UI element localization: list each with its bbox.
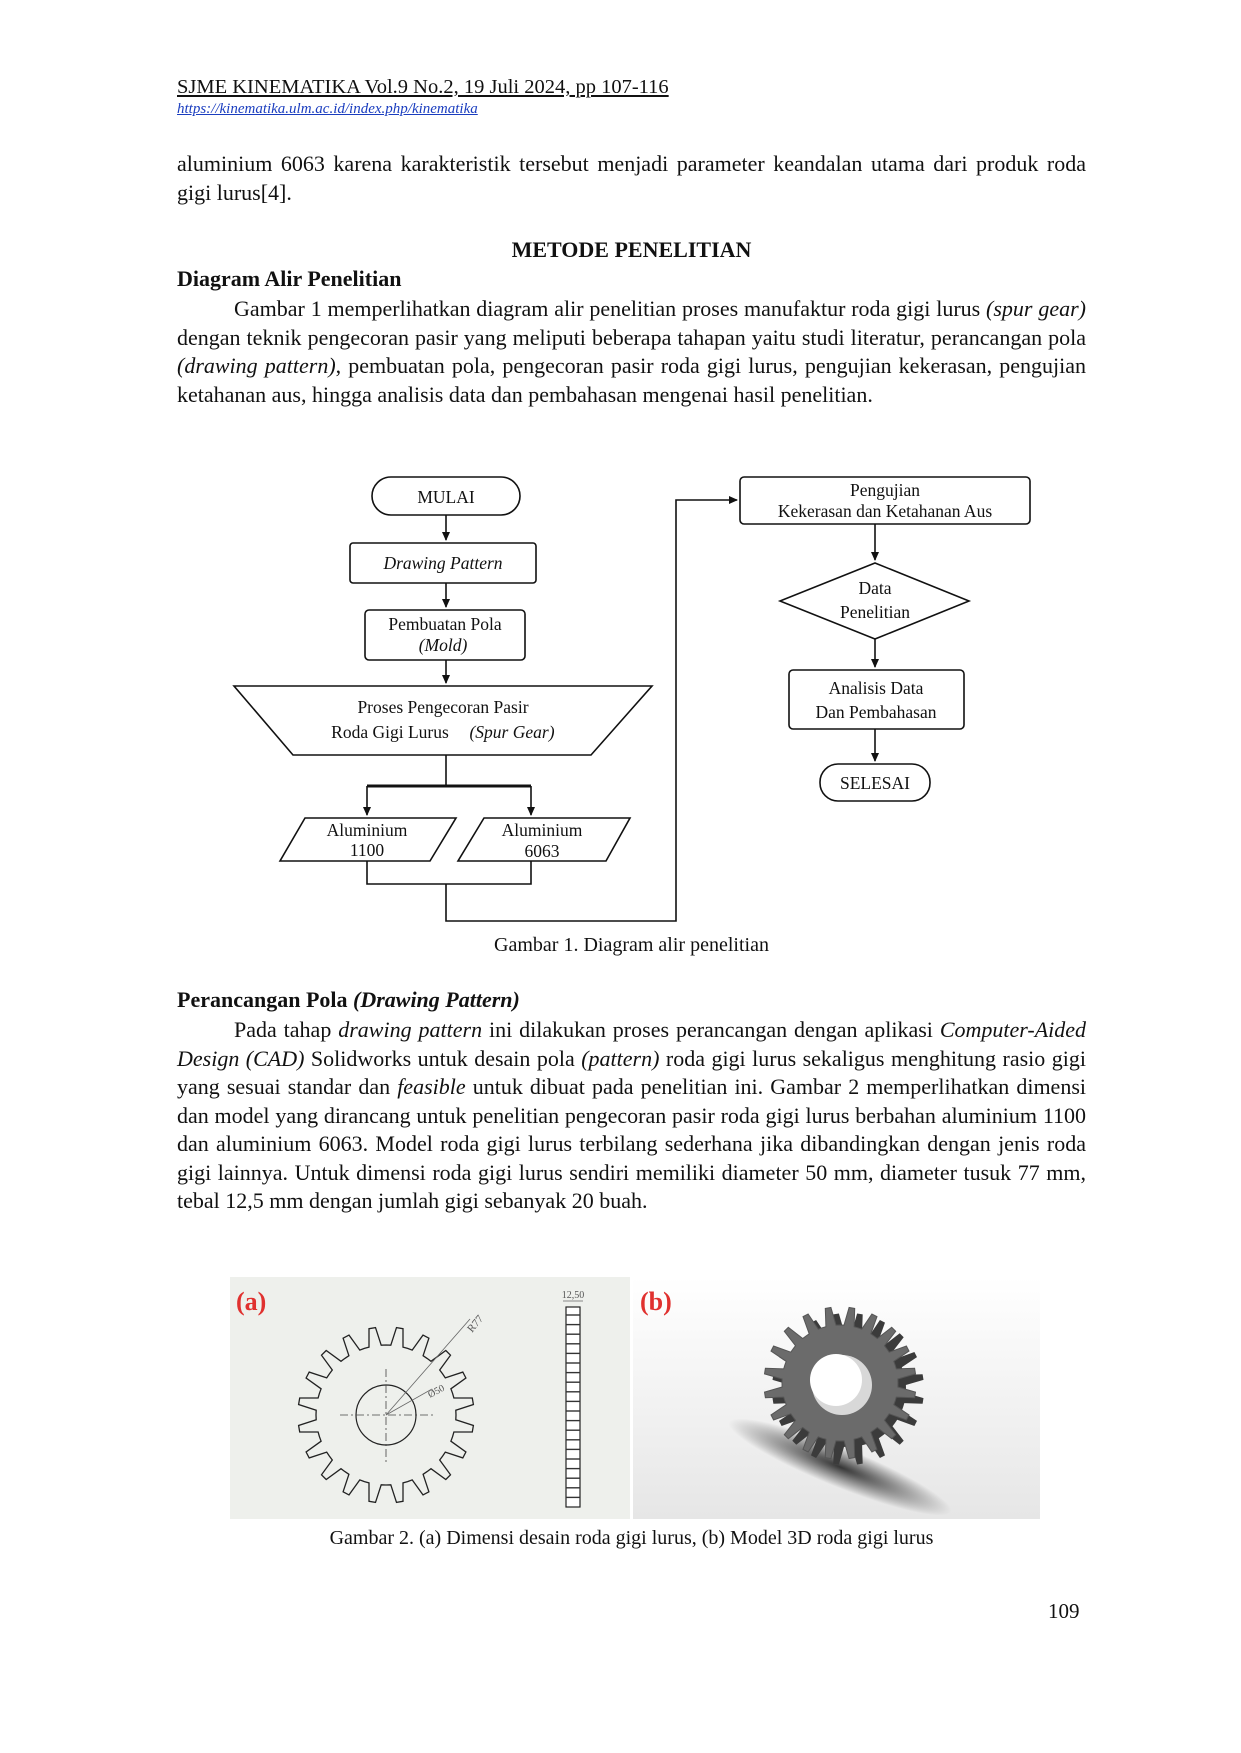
analisis-box <box>788 669 965 730</box>
drawing-pattern-paragraph: Pada tahap drawing pattern ini dilakukan… <box>177 1016 1086 1216</box>
data-label-1: Data <box>858 578 891 598</box>
gear-3d-model <box>763 1306 924 1465</box>
r77-leader-line <box>385 1318 471 1416</box>
gear-3d-bore <box>810 1354 862 1406</box>
p-italic: (spur gear) <box>986 296 1086 321</box>
p-italic: Computer-Aided Design (CAD) <box>177 1017 1087 1071</box>
uji-label-2: Kekerasan dan Ketahanan Aus <box>778 501 992 521</box>
al1100-label-1: Aluminium <box>327 820 408 840</box>
p-text: untuk dibuat pada penelitian ini. Gambar… <box>177 1074 1086 1213</box>
flowchart-paragraph: Gambar 1 memperlihatkan diagram alir pen… <box>177 295 1086 409</box>
pembuatan-pola-box <box>364 609 526 661</box>
page-number: 109 <box>1048 1599 1080 1623</box>
proses-pengecoran-shape <box>232 685 654 756</box>
journal-url-link[interactable]: https://kinematika.ulm.ac.id/index.php/k… <box>177 101 478 117</box>
p-text: , pembuatan pola, pengecoran pasir roda … <box>177 353 1086 407</box>
al6063-label-1: Aluminium <box>502 820 583 840</box>
proses-label-3: (Spur Gear) <box>469 722 554 742</box>
p-italic: (pattern) <box>581 1045 660 1071</box>
end-label: SELESAI <box>840 773 910 793</box>
panel-a-label: (a) <box>236 1287 266 1316</box>
end-terminal <box>819 763 931 802</box>
analisis-label-2: Dan Pembahasan <box>815 702 936 722</box>
long-connector-arrow <box>445 496 738 922</box>
section-title: METODE PENELITIAN <box>511 237 752 262</box>
side-view-teeth-lines <box>566 1314 580 1499</box>
dim-thickness-text: 12,50 <box>562 1290 585 1301</box>
title-italic: (Drawing Pattern) <box>353 987 520 1012</box>
gear-2d-outline <box>297 1326 475 1504</box>
drawing-pattern-box <box>349 542 537 584</box>
proses-label-2: Roda Gigi Lurus <box>331 722 449 742</box>
subsection-title-flowchart: Diagram Alir Penelitian <box>177 266 402 291</box>
pengujian-box <box>739 476 1031 525</box>
analisis-label-1: Analisis Data <box>829 678 924 698</box>
journal-header: SJME KINEMATIKA Vol.9 No.2, 19 Juli 2024… <box>177 76 669 98</box>
al1100-label-2: 1100 <box>350 840 385 860</box>
panel-b-label: (b) <box>640 1287 672 1316</box>
start-label: MULAI <box>417 487 475 507</box>
pola-label-1: Pembuatan Pola <box>388 614 501 634</box>
pola-label-2: (Mold) <box>419 635 468 655</box>
gear-side-view <box>565 1306 581 1508</box>
panel-a-background <box>230 1277 630 1519</box>
gear-outline-path <box>297 1326 475 1504</box>
p-text: Gambar 1 memperlihatkan diagram alir pen… <box>234 296 987 321</box>
data-label-2: Penelitian <box>840 602 910 622</box>
aluminium-1100-shape <box>278 817 458 862</box>
p-text: roda gigi lurus sekaligus menghitung ras… <box>177 1045 1086 1100</box>
proses-label-1: Proses Pengecoran Pasir <box>357 697 528 717</box>
figure1-caption: Gambar 1. Diagram alir penelitian <box>494 934 769 956</box>
drawing-label: Drawing Pattern <box>382 553 502 573</box>
p-text: dengan teknik pengecoran pasir yang meli… <box>177 324 1086 350</box>
p-italic: feasible <box>397 1074 466 1099</box>
p-text: Pada tahap <box>234 1017 339 1042</box>
d50-leader-line <box>385 1388 433 1416</box>
p-text: Solidworks untuk desain pola <box>304 1045 582 1071</box>
p-italic: drawing pattern <box>338 1017 483 1042</box>
figure2-caption: Gambar 2. (a) Dimensi desain roda gigi l… <box>329 1527 934 1549</box>
p-italic: (drawing pattern) <box>177 353 336 378</box>
gear-shadow <box>728 1418 952 1516</box>
intro-paragraph: aluminium 6063 karena karakteristik ters… <box>177 151 1086 205</box>
merge-connector <box>366 861 532 885</box>
al6063-label-2: 6063 <box>525 841 560 861</box>
title-text: Perancangan Pola <box>177 987 353 1012</box>
data-penelitian-diamond <box>777 562 972 640</box>
uji-label-1: Pengujian <box>850 480 920 500</box>
figure2-images: (a) R77 Ø50 12,50 (b) <box>230 1277 1040 1519</box>
p-text: ini dilakukan proses perancangan dengan … <box>482 1017 940 1042</box>
aluminium-6063-shape <box>456 817 632 862</box>
subsection-title-drawing-pattern: Perancangan Pola (Drawing Pattern) <box>177 987 520 1013</box>
